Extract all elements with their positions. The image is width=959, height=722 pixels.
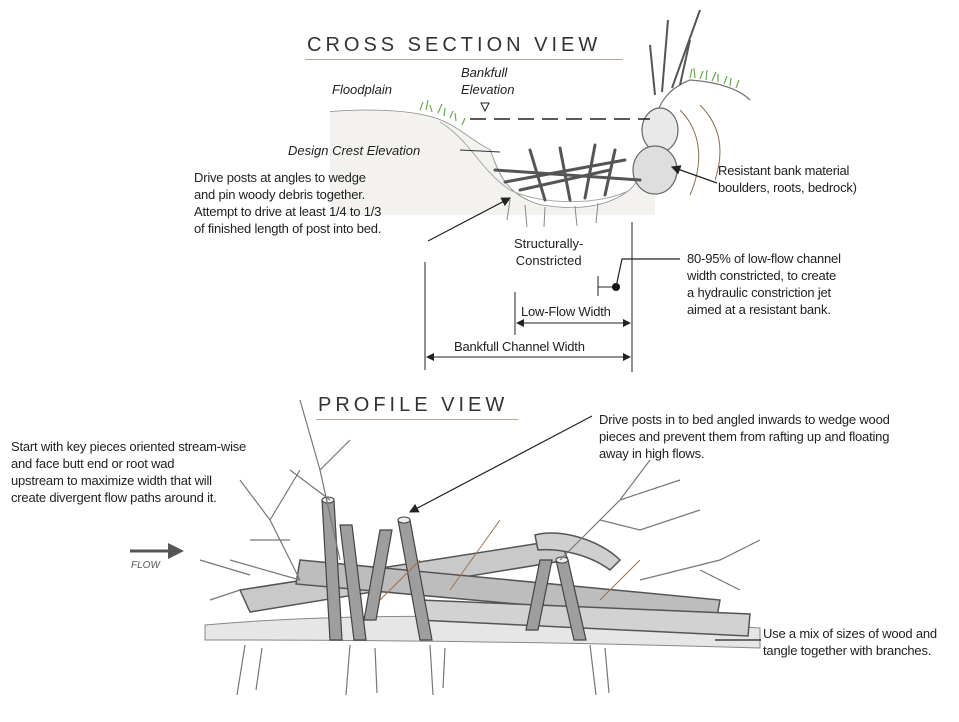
resistant-bank-line-2: boulders, roots, bedrock) — [718, 179, 857, 196]
start-note-line-3: upstream to maximize width that will — [11, 472, 246, 489]
bankfull-elevation-line-1: Bankfull — [461, 64, 514, 81]
structurally-constricted-label: Structurally- Constricted — [514, 235, 583, 269]
drive-posts-line-4: of finished length of post into bed. — [194, 220, 381, 237]
start-key-pieces-note: Start with key pieces oriented stream-wi… — [11, 438, 246, 506]
drive-note-line-3: away in high flows. — [599, 445, 890, 462]
low-flow-width-label: Low-Flow Width — [521, 303, 611, 320]
cross-section-title: CROSS SECTION VIEW — [307, 34, 601, 57]
start-note-line-4: create divergent flow paths around it. — [11, 489, 246, 506]
mix-note-line-2: tangle together with branches. — [763, 642, 937, 659]
resistant-bank-line-1: Resistant bank material — [718, 162, 857, 179]
start-note-line-2: and face butt end or root wad — [11, 455, 246, 472]
drive-note-line-1: Drive posts in to bed angled inwards to … — [599, 411, 890, 428]
constriction-line-3: a hydraulic constriction jet — [687, 284, 841, 301]
constriction-line-4: aimed at a resistant bank. — [687, 301, 841, 318]
drive-posts-line-1: Drive posts at angles to wedge — [194, 169, 381, 186]
design-crest-label: Design Crest Elevation — [288, 142, 420, 159]
drive-posts-line-3: Attempt to drive at least 1/4 to 1/3 — [194, 203, 381, 220]
bankfull-channel-width-label: Bankfull Channel Width — [454, 338, 585, 355]
constriction-line-2: width constricted, to create — [687, 267, 841, 284]
drive-posts-profile-note: Drive posts in to bed angled inwards to … — [599, 411, 890, 462]
flow-label: FLOW — [131, 557, 160, 574]
constriction-note: 80-95% of low-flow channel width constri… — [687, 250, 841, 318]
floodplain-label: Floodplain — [332, 81, 392, 98]
structurally-constricted-line-2: Constricted — [514, 252, 583, 269]
constriction-line-1: 80-95% of low-flow channel — [687, 250, 841, 267]
drive-posts-line-2: and pin woody debris together. — [194, 186, 381, 203]
mix-sizes-note: Use a mix of sizes of wood and tangle to… — [763, 625, 937, 659]
bankfull-elevation-line-2: Elevation — [461, 81, 514, 98]
start-note-line-1: Start with key pieces oriented stream-wi… — [11, 438, 246, 455]
profile-title-rule — [316, 419, 518, 420]
cross-section-title-rule — [305, 59, 623, 60]
mix-note-line-1: Use a mix of sizes of wood and — [763, 625, 937, 642]
resistant-bank-note: Resistant bank material boulders, roots,… — [718, 162, 857, 196]
profile-title: PROFILE VIEW — [318, 394, 508, 417]
structurally-constricted-line-1: Structurally- — [514, 235, 583, 252]
drive-posts-note: Drive posts at angles to wedge and pin w… — [194, 169, 381, 237]
bankfull-elevation-label: Bankfull Elevation — [461, 64, 514, 98]
drive-note-line-2: pieces and prevent them from rafting up … — [599, 428, 890, 445]
